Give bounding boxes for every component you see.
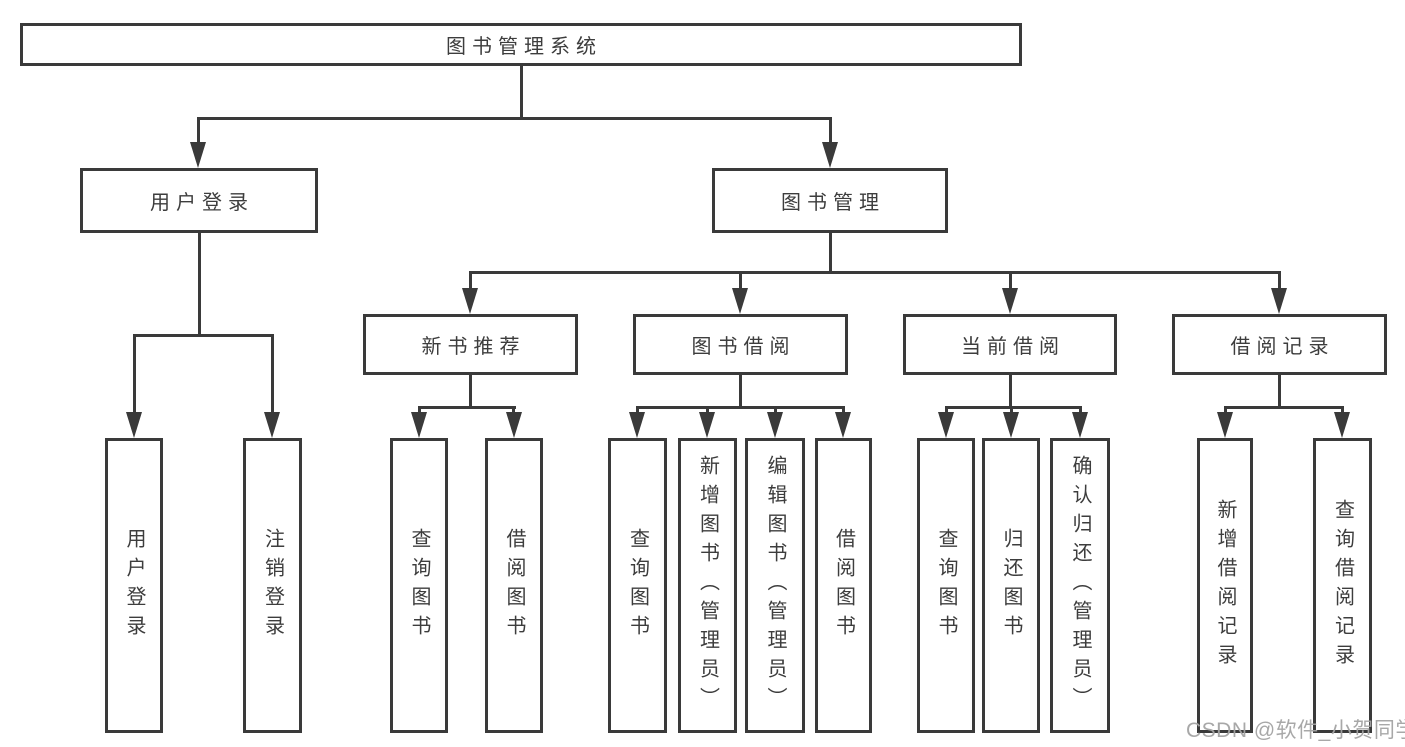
arrow-down-icon bbox=[835, 412, 851, 438]
connector-line bbox=[1341, 406, 1344, 416]
connector-line bbox=[1009, 375, 1012, 409]
node-current-borrowing: 当前借阅 bbox=[903, 314, 1117, 375]
leaf-query-borrow-record-label: 查询借阅记录 bbox=[1331, 498, 1354, 673]
arrow-down-icon bbox=[767, 412, 783, 438]
node-current-borrowing-label: 当前借阅 bbox=[961, 336, 1065, 358]
leaf-query-books-borrowing-label: 查询图书 bbox=[626, 527, 649, 644]
leaf-user-login: 用户登录 bbox=[105, 438, 163, 733]
connector-line bbox=[418, 406, 421, 416]
connector-line bbox=[1009, 271, 1012, 292]
node-user-login-label: 用户登录 bbox=[150, 192, 254, 214]
leaf-borrow-books-recommend-label: 借阅图书 bbox=[503, 527, 525, 644]
leaf-borrow-books-recommend: 借阅图书 bbox=[485, 438, 543, 733]
connector-line bbox=[1079, 406, 1082, 416]
connector-line bbox=[197, 117, 200, 146]
arrow-down-icon bbox=[1334, 412, 1350, 438]
connector-line bbox=[198, 233, 201, 337]
connector-line bbox=[469, 271, 472, 292]
leaf-user-login-label: 用户登录 bbox=[123, 527, 145, 644]
connector-line bbox=[1224, 406, 1344, 409]
connector-line bbox=[1010, 406, 1013, 416]
leaf-borrow-books-borrowing: 借阅图书 bbox=[815, 438, 872, 733]
connector-line bbox=[829, 117, 832, 146]
leaf-add-book-admin: 新增图书（管理员） bbox=[678, 438, 737, 733]
arrow-down-icon bbox=[506, 412, 522, 438]
connector-line bbox=[842, 406, 845, 416]
leaf-edit-book-admin-label: 编辑图书（管理员） bbox=[764, 455, 786, 716]
arrow-down-icon bbox=[1217, 412, 1233, 438]
connector-line bbox=[469, 271, 1281, 274]
arrow-down-icon bbox=[822, 142, 838, 168]
arrow-down-icon bbox=[126, 412, 142, 438]
leaf-query-books-recommend: 查询图书 bbox=[390, 438, 448, 733]
connector-line bbox=[636, 406, 639, 416]
csdn-watermark: CSDN @软件_小贺同学 bbox=[1186, 719, 1405, 742]
connector-line bbox=[739, 375, 742, 409]
node-book-management-label: 图书管理 bbox=[781, 192, 885, 214]
leaf-confirm-return-admin: 确认归还（管理员） bbox=[1050, 438, 1110, 733]
leaf-logout: 注销登录 bbox=[243, 438, 302, 733]
connector-line bbox=[512, 406, 515, 416]
connector-line bbox=[197, 117, 832, 120]
leaf-confirm-return-admin-label: 确认归还（管理员） bbox=[1069, 455, 1091, 716]
arrow-down-icon bbox=[629, 412, 645, 438]
node-book-borrowing-label: 图书借阅 bbox=[691, 336, 796, 358]
node-user-login: 用户登录 bbox=[80, 168, 318, 233]
connector-line bbox=[469, 375, 472, 409]
node-borrowing-records: 借阅记录 bbox=[1172, 314, 1387, 375]
leaf-add-borrow-record-label: 新增借阅记录 bbox=[1214, 498, 1236, 673]
connector-line bbox=[739, 271, 742, 292]
leaf-return-books-label: 归还图书 bbox=[1000, 527, 1022, 644]
node-borrowing-records-label: 借阅记录 bbox=[1230, 336, 1335, 358]
leaf-edit-book-admin: 编辑图书（管理员） bbox=[745, 438, 805, 733]
arrow-down-icon bbox=[462, 288, 478, 314]
node-new-book-recommendation: 新书推荐 bbox=[363, 314, 578, 375]
connector-line bbox=[520, 66, 523, 120]
arrow-down-icon bbox=[1003, 412, 1019, 438]
connector-line bbox=[133, 334, 274, 337]
connector-line bbox=[774, 406, 777, 416]
node-root-label: 图书管理系统 bbox=[446, 36, 602, 58]
leaf-query-books-current: 查询图书 bbox=[917, 438, 975, 733]
leaf-borrow-books-borrowing-label: 借阅图书 bbox=[832, 527, 855, 644]
arrow-down-icon bbox=[1002, 288, 1018, 314]
connector-line bbox=[271, 334, 274, 416]
leaf-logout-label: 注销登录 bbox=[261, 527, 284, 644]
leaf-query-books-current-label: 查询图书 bbox=[935, 527, 957, 644]
connector-line bbox=[945, 406, 948, 416]
leaf-query-borrow-record: 查询借阅记录 bbox=[1313, 438, 1372, 733]
node-new-book-recommendation-label: 新书推荐 bbox=[421, 336, 526, 358]
leaf-query-books-recommend-label: 查询图书 bbox=[408, 527, 430, 644]
arrow-down-icon bbox=[1072, 412, 1088, 438]
node-book-borrowing: 图书借阅 bbox=[633, 314, 848, 375]
connector-line bbox=[1224, 406, 1227, 416]
arrow-down-icon bbox=[732, 288, 748, 314]
node-book-management: 图书管理 bbox=[712, 168, 948, 233]
arrow-down-icon bbox=[699, 412, 715, 438]
connector-line bbox=[418, 406, 516, 409]
arrow-down-icon bbox=[938, 412, 954, 438]
arrow-down-icon bbox=[264, 412, 280, 438]
leaf-add-book-admin-label: 新增图书（管理员） bbox=[696, 455, 719, 716]
connector-line bbox=[1278, 375, 1281, 409]
leaf-add-borrow-record: 新增借阅记录 bbox=[1197, 438, 1253, 733]
arrow-down-icon bbox=[411, 412, 427, 438]
connector-line bbox=[706, 406, 709, 416]
connector-line bbox=[133, 334, 136, 416]
leaf-query-books-borrowing: 查询图书 bbox=[608, 438, 667, 733]
connector-line bbox=[1278, 271, 1281, 292]
connector-line bbox=[945, 406, 1082, 409]
connector-line bbox=[829, 233, 832, 274]
arrow-down-icon bbox=[190, 142, 206, 168]
leaf-return-books: 归还图书 bbox=[982, 438, 1040, 733]
connector-line bbox=[636, 406, 845, 409]
arrow-down-icon bbox=[1271, 288, 1287, 314]
node-root: 图书管理系统 bbox=[20, 23, 1022, 66]
